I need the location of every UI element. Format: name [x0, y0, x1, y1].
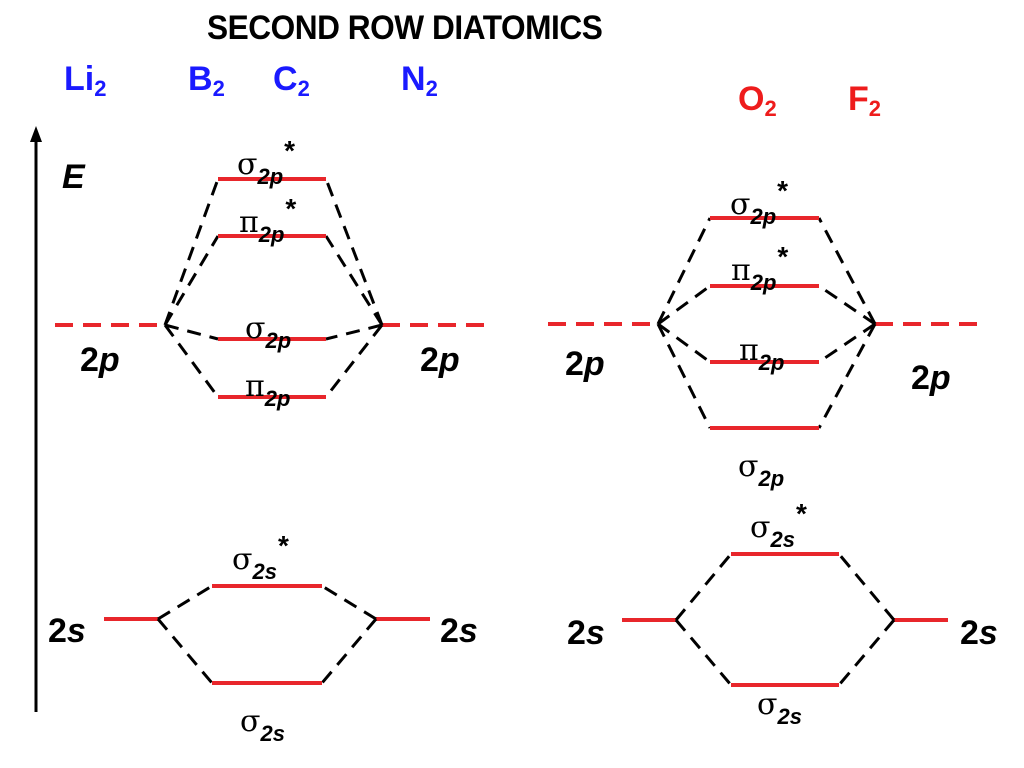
mo-label-sigma2s-star-right: σ2s* — [750, 498, 807, 552]
mo-label-pi2p-left: π2p — [245, 369, 291, 411]
left-2s-connectors — [156, 584, 378, 684]
molecule-label-c2: C2 — [273, 60, 310, 101]
right-2p-connectors — [656, 217, 877, 429]
ao-label-2p-left: 2p — [80, 341, 120, 379]
molecule-label-f2: F2 — [848, 80, 882, 121]
energy-axis-label: E — [62, 158, 85, 196]
ao-label-2p-o2-left: 2p — [565, 345, 605, 383]
ao-label-2s-right: 2s — [440, 612, 478, 650]
mo-label-sigma2s-right: σ2s — [757, 687, 802, 729]
ao-label-2p-right: 2p — [420, 341, 460, 379]
molecule-label-b2: B2 — [188, 60, 225, 101]
energy-axis — [30, 126, 42, 712]
right-diagram — [548, 216, 985, 687]
ao-label-2s-o2-right: 2s — [960, 614, 998, 652]
right-2s-connectors — [674, 553, 896, 686]
mo-label-sigma2p-left: σ2p — [245, 311, 292, 353]
mo-label-sigma2p-star-left: σ2p* — [237, 135, 296, 189]
mo-label-sigma2p-right: σ2p — [738, 449, 785, 491]
ao-label-2s-o2-left: 2s — [567, 614, 605, 652]
mo-label-pi2p-star-right: π2p* — [731, 241, 789, 295]
left-2p-connectors — [163, 178, 384, 398]
molecule-label-li2: Li2 — [64, 60, 107, 101]
mo-label-sigma2p-star-right: σ2p* — [730, 175, 789, 229]
left-diagram — [55, 177, 492, 685]
molecule-label-o2: O2 — [738, 80, 777, 121]
molecule-label-n2: N2 — [401, 60, 438, 101]
page-title: SECOND ROW DIATOMICS — [207, 9, 603, 47]
mo-label-pi2p-star-left: π2p* — [239, 193, 297, 247]
mo-label-sigma2s-left: σ2s — [240, 704, 285, 746]
ao-label-2s-left: 2s — [48, 612, 86, 650]
ao-label-2p-o2-right: 2p — [911, 359, 951, 397]
mo-label-sigma2s-star-left: σ2s* — [232, 530, 289, 584]
mo-label-pi2p-right: π2p — [739, 333, 785, 375]
